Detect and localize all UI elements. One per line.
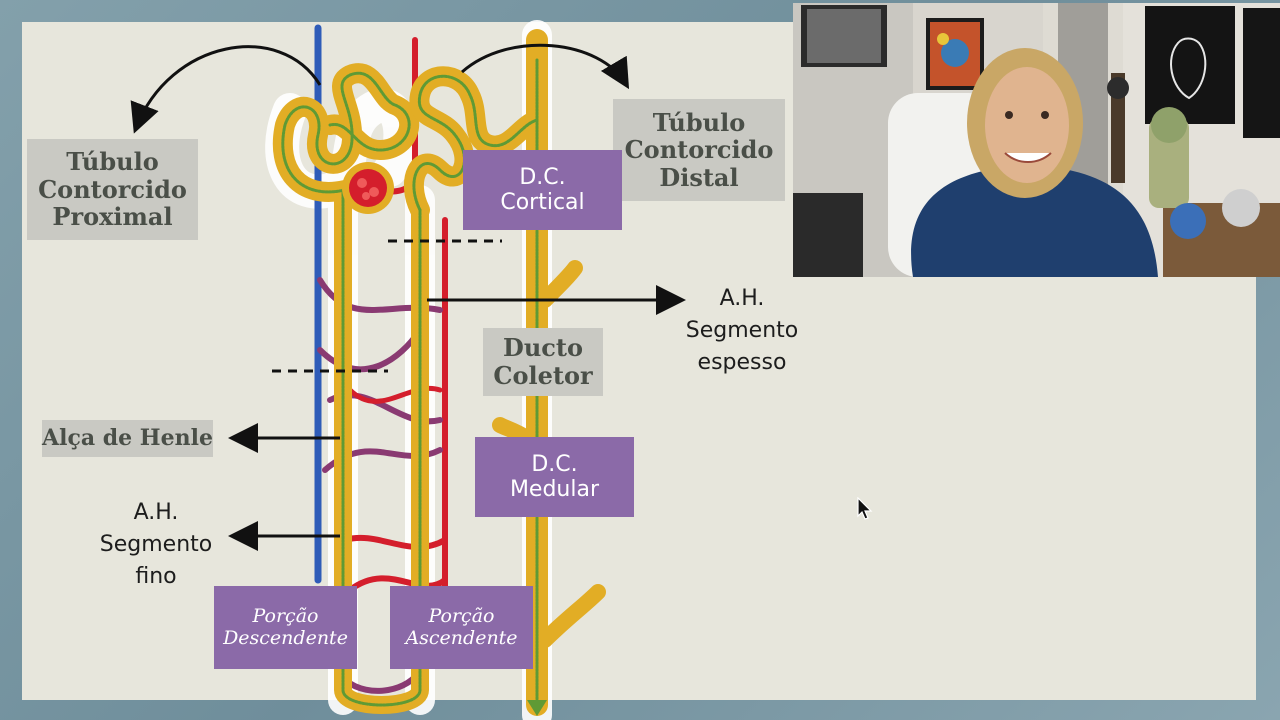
- webcam-feed: [793, 3, 1280, 277]
- label-porcao-ascendente: Porção Ascendente: [390, 586, 533, 669]
- label-ducto-coletor: Ducto Coletor: [483, 328, 603, 396]
- glomerulus: [342, 162, 394, 214]
- arrow-to-tcd: [461, 43, 630, 90]
- person: [911, 165, 1158, 277]
- label-dc-cortical: D.C. Cortical: [463, 150, 622, 230]
- collecting-duct-tip: [527, 700, 547, 716]
- label-alca-de-henle: Alça de Henle: [42, 420, 213, 457]
- capillary-8: [347, 385, 443, 404]
- capillary-5: [342, 534, 448, 551]
- label-ah-segmento-fino: A.H. Segmento fino: [99, 500, 213, 589]
- decorative-skull: [1222, 189, 1260, 227]
- label-tubulo-contorcido-proximal: Túbulo Contorcido Proximal: [27, 139, 198, 240]
- label-dc-medular: D.C. Medular: [475, 437, 634, 517]
- mouse-cursor-icon: [857, 497, 873, 520]
- label-ah-segmento-espesso: A.H. Segmento espesso: [685, 286, 799, 375]
- label-tubulo-contorcido-distal: Túbulo Contorcido Distal: [613, 99, 785, 201]
- webcam-overlay: [793, 3, 1280, 277]
- branch-1: [537, 260, 583, 308]
- label-porcao-descendente: Porção Descendente: [214, 586, 357, 669]
- capillary-6: [347, 575, 448, 593]
- arrow-to-tcp: [130, 45, 322, 134]
- poster-heart: [1145, 6, 1235, 124]
- branch-3: [537, 584, 606, 648]
